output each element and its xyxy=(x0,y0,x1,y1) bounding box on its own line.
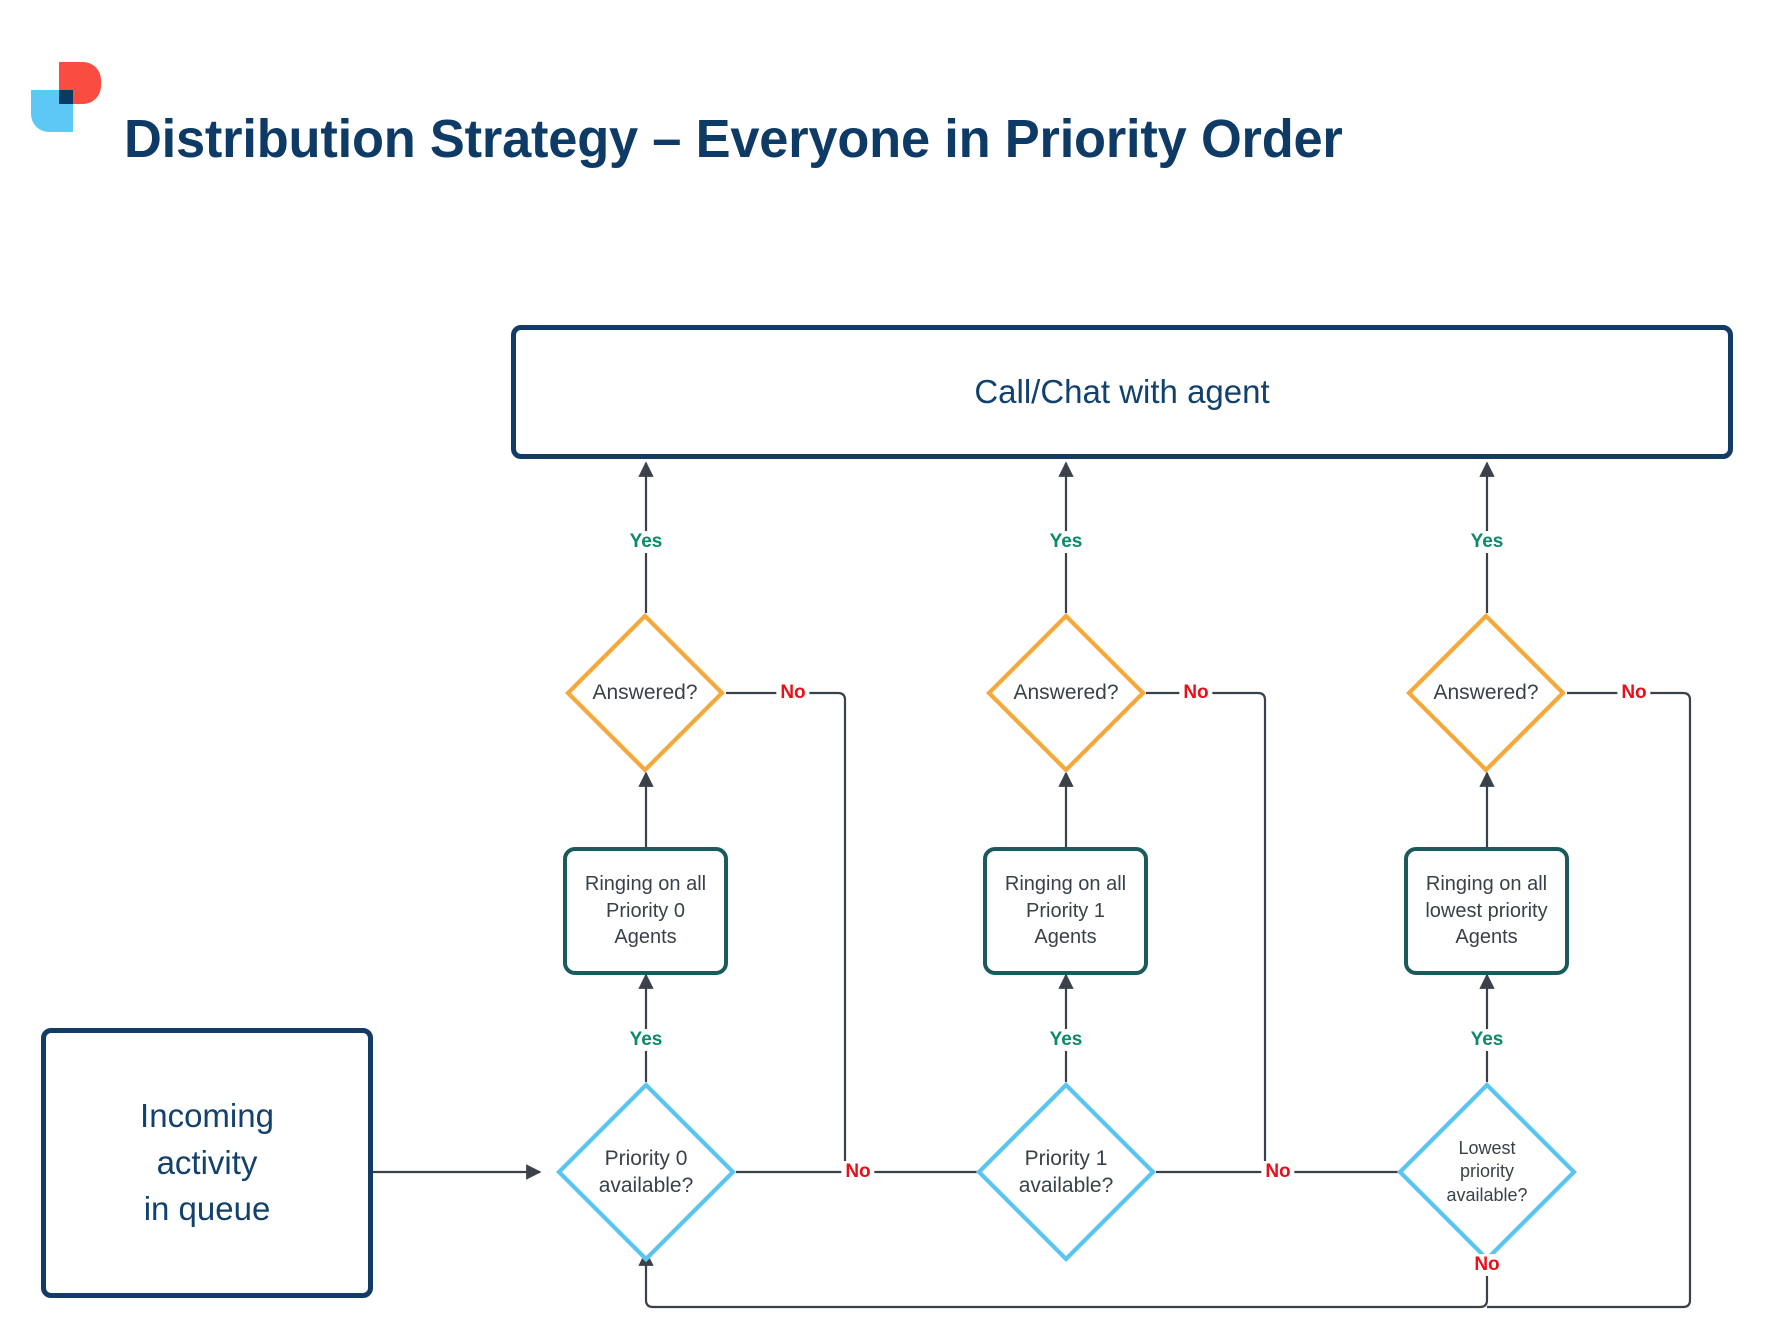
node-answered-1[interactable]: Answered? xyxy=(986,613,1146,773)
node-label: Call/Chat with agent xyxy=(974,373,1270,410)
logo-navy-square xyxy=(59,90,73,104)
logo-icon xyxy=(31,62,101,132)
node-answered-0[interactable]: Answered? xyxy=(565,613,725,773)
edge-label-no-answered-1: No xyxy=(1179,682,1213,704)
page-title: Distribution Strategy – Everyone in Prio… xyxy=(124,109,1343,169)
edge-label-no-avail-0: No xyxy=(841,1161,875,1183)
node-label: Answered? xyxy=(592,681,698,705)
edge-label-yes-answered-0: Yes xyxy=(625,531,667,553)
node-call-chat-with-agent[interactable]: Call/Chat with agent xyxy=(511,325,1733,459)
edge-label-no-avail-2: No xyxy=(1470,1254,1504,1276)
edge-label-yes-avail-0: Yes xyxy=(625,1029,667,1051)
edge-label-no-avail-1: No xyxy=(1261,1161,1295,1183)
node-label: Answered? xyxy=(1433,681,1539,705)
edge-label-no-answered-0: No xyxy=(776,682,810,704)
edge-label-no-answered-2: No xyxy=(1617,682,1651,704)
node-answered-2[interactable]: Answered? xyxy=(1406,613,1566,773)
edge-label-yes-avail-1: Yes xyxy=(1045,1029,1087,1051)
node-label: Answered? xyxy=(1013,681,1119,705)
edge-label-yes-answered-1: Yes xyxy=(1045,531,1087,553)
edge-label-yes-answered-2: Yes xyxy=(1466,531,1508,553)
edge-label-yes-avail-2: Yes xyxy=(1466,1029,1508,1051)
